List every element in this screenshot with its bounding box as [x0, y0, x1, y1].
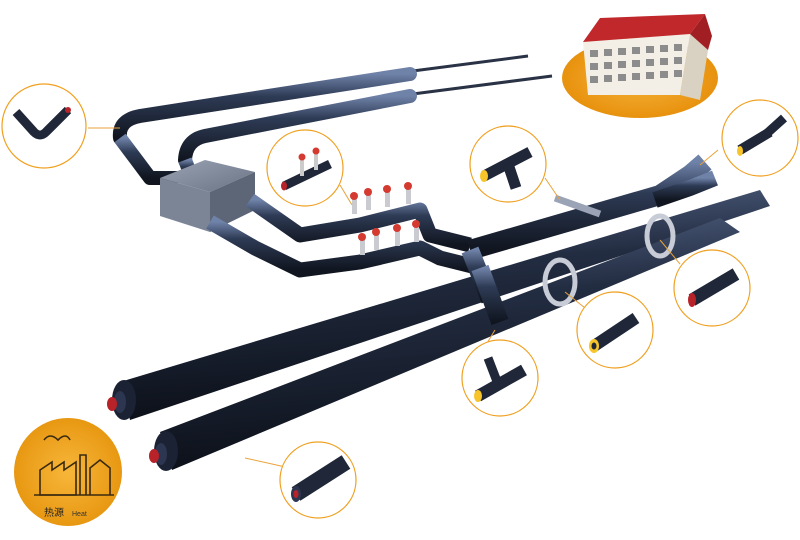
y-branch-icon [737, 114, 788, 156]
callout-y-branch [721, 99, 799, 177]
elbow-pipe-icon [12, 106, 72, 140]
heat-source-badge: 热源 Heat [14, 418, 122, 526]
main-connections [461, 246, 509, 326]
end-cap-pipe-icon [688, 268, 740, 307]
callout-manifold [266, 129, 344, 207]
main-pipe-upper [107, 190, 770, 420]
distribution-box [160, 160, 255, 232]
branch-tee-icon [474, 356, 527, 402]
branch-pipes [206, 182, 482, 278]
building-illustration [562, 14, 718, 118]
callout-elbow [1, 83, 87, 169]
tee-joint-icon [480, 147, 533, 190]
main-pipe-lower [149, 218, 740, 471]
pipe-sleeves [542, 213, 676, 307]
callout-tee [469, 125, 547, 203]
manifold-valves-icon [281, 147, 332, 191]
callout-branch-tee [461, 339, 539, 417]
factory-icon [34, 435, 114, 496]
heat-source-label-cn: 热源 [44, 506, 64, 519]
heat-source-label-en: Heat [72, 511, 87, 518]
callout-reducer [576, 291, 654, 369]
callout-straight-pipe [279, 441, 357, 519]
right-branch-pipes [467, 154, 718, 260]
manifold-valves [350, 182, 420, 255]
reducer-pipe-icon [589, 313, 640, 353]
straight-pipe-icon [291, 455, 351, 502]
callout-end-cap [673, 249, 751, 327]
